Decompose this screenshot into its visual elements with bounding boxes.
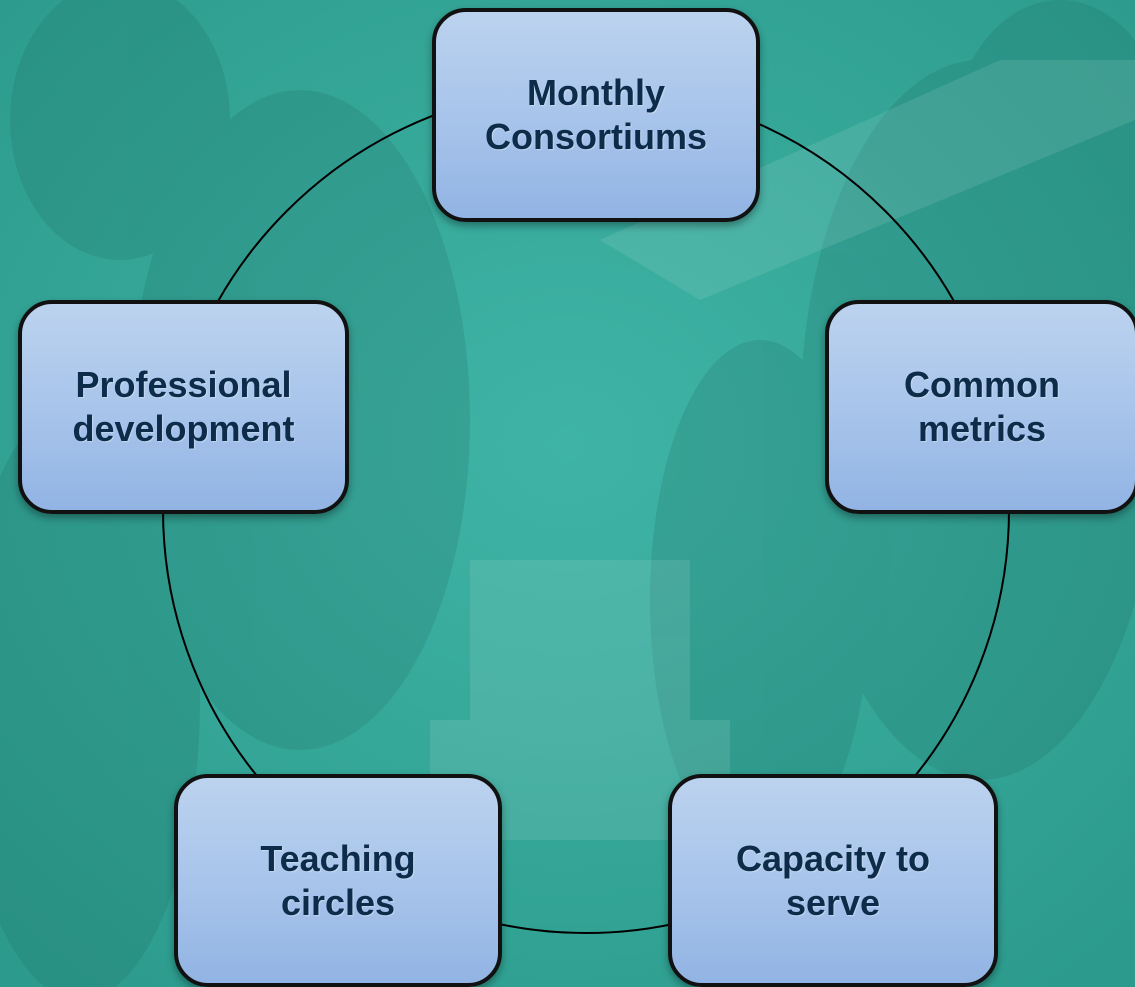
node-teaching-circles: Teaching circles <box>174 774 502 987</box>
node-capacity-to-serve: Capacity to serve <box>668 774 998 987</box>
node-label-common-metrics: Common metrics <box>904 364 1060 449</box>
node-label-professional-development: Professional development <box>72 364 295 449</box>
node-monthly-consortiums: Monthly Consortiums <box>432 8 760 222</box>
node-label-teaching-circles: Teaching circles <box>260 837 416 923</box>
node-label-capacity-to-serve: Capacity to serve <box>735 837 931 923</box>
node-label-monthly-consortiums: Monthly Consortiums <box>484 72 707 157</box>
node-professional-development: Professional development <box>18 300 349 514</box>
node-common-metrics: Common metrics <box>825 300 1135 514</box>
